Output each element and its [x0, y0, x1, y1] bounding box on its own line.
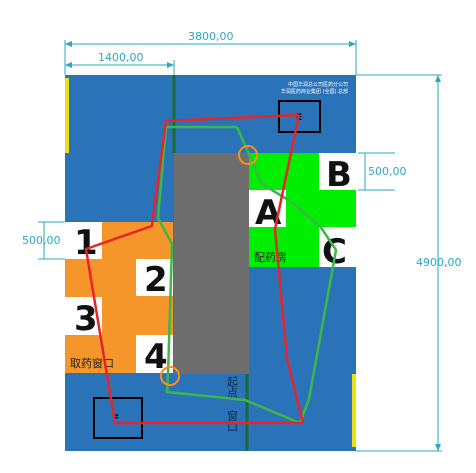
- station-b: [319, 153, 356, 190]
- dimension-width-label: 3800,00: [188, 30, 234, 43]
- pickup-label: 取药窗口: [70, 356, 114, 370]
- dimension-b-height: 500,00: [358, 152, 407, 191]
- window-4-number: 4: [144, 337, 168, 377]
- green-route: [156, 125, 338, 425]
- header-line-1: 中国华润总公司医药分公司: [288, 81, 348, 88]
- station-b-letter: B: [326, 155, 352, 195]
- window-2: [136, 259, 173, 296]
- left-door: [65, 78, 69, 153]
- dimension-total-height: 4900,00: [356, 74, 462, 452]
- dimension-height-label: 4900,00: [416, 256, 462, 269]
- header-line-2: 华润医药商业集团 (全国) 总部: [281, 88, 348, 95]
- window-1: [65, 222, 102, 259]
- dimension-left-label: 500,00: [22, 234, 61, 247]
- marker-f-letter: F: [113, 414, 119, 424]
- highlight-circle-top: [238, 145, 258, 165]
- red-route: [84, 113, 305, 425]
- dimension-left-offset: 1400,00: [65, 51, 175, 75]
- pickup-zone: 1 2 3 4 取药窗口: [65, 222, 173, 377]
- marker-box-f: F: [93, 397, 143, 439]
- window-1-number: 1: [74, 223, 98, 263]
- center-counter: [174, 153, 249, 374]
- right-door: [352, 374, 356, 447]
- dimension-offset-label: 1400,00: [98, 51, 144, 64]
- dimension-b-label: 500,00: [368, 165, 407, 178]
- window-3-number: 3: [74, 299, 98, 339]
- pharmacy-label: 配药房: [254, 251, 287, 264]
- window-2-number: 2: [144, 260, 168, 300]
- dimension-top-width: 3800,00: [64, 30, 357, 75]
- highlight-circle-bottom: [160, 366, 180, 386]
- exit-label: 窗口: [226, 409, 239, 432]
- start-label: 起点: [226, 376, 239, 399]
